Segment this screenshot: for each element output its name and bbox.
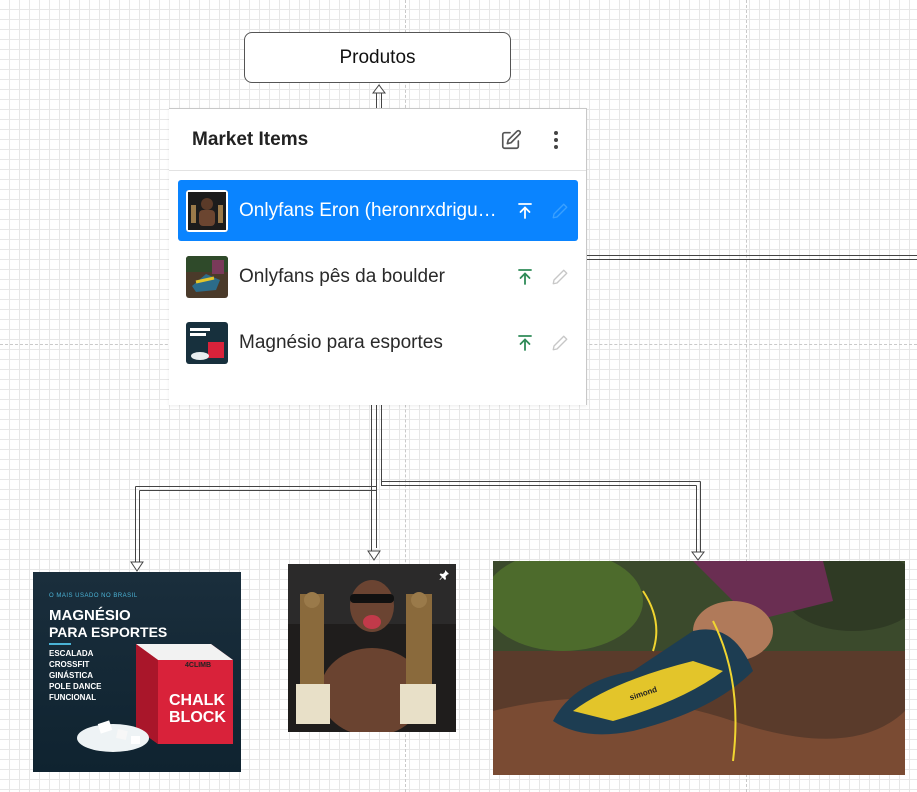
ad-use: ESCALADA (49, 649, 94, 658)
ad-use: FUNCIONAL (49, 693, 97, 702)
ad-use: POLE DANCE (49, 682, 102, 691)
magnesio-product-image[interactable]: O MAIS USADO NO BRASIL MAGNÉSIO PARA ESP… (33, 572, 241, 772)
item-thumbnail (186, 321, 228, 364)
list-item-onlyfans-pes[interactable]: Onlyfans pês da boulder (178, 246, 578, 307)
ad-product-1: CHALK (169, 692, 225, 709)
guide-line-vertical (746, 0, 747, 792)
produtos-node[interactable]: Produtos (244, 32, 511, 83)
edit-pencil-icon[interactable] (548, 199, 572, 223)
edit-list-icon[interactable] (499, 128, 523, 152)
ad-tagline: O MAIS USADO NO BRASIL (49, 593, 138, 599)
ad-brand: 4CLIMB (185, 662, 212, 669)
item-thumbnail (186, 189, 228, 232)
more-vertical-icon[interactable] (544, 128, 568, 152)
ad-use: GINÁSTICA (49, 671, 93, 680)
climbing-shoe-photo (493, 561, 905, 775)
chalk-box-graphic (77, 644, 233, 752)
ad-headline-2: PARA ESPORTES (49, 624, 168, 640)
ad-use: CROSSFIT (49, 660, 90, 669)
item-thumbnail (186, 255, 228, 298)
bodybuilder-photo (288, 564, 456, 732)
panel-header: Market Items (169, 109, 586, 171)
item-label: Onlyfans Eron (heronrxdriguesss) (239, 199, 501, 221)
item-label: Magnésio para esportes (239, 331, 443, 353)
produtos-node-label: Produtos (339, 46, 416, 68)
panel-title: Market Items (192, 128, 309, 150)
bodybuilder-image[interactable] (288, 564, 456, 732)
item-label: Onlyfans pês da boulder (239, 265, 445, 287)
edit-pencil-icon[interactable] (548, 331, 572, 355)
list-item-onlyfans-eron[interactable]: Onlyfans Eron (heronrxdriguesss) (178, 180, 578, 241)
ad-product-2: BLOCK (169, 709, 226, 726)
pin-icon[interactable] (438, 569, 450, 581)
move-to-top-icon[interactable] (513, 331, 537, 355)
move-to-top-icon[interactable] (513, 199, 537, 223)
edit-pencil-icon[interactable] (548, 265, 572, 289)
climbing-shoe-image[interactable]: simond (493, 561, 905, 775)
ad-headline-1: MAGNÉSIO (49, 607, 131, 624)
market-items-panel: Market Items Onlyfans Eron (heronrxdrigu… (169, 108, 587, 405)
move-to-top-icon[interactable] (513, 265, 537, 289)
list-item-magnesio[interactable]: Magnésio para esportes (178, 312, 578, 373)
